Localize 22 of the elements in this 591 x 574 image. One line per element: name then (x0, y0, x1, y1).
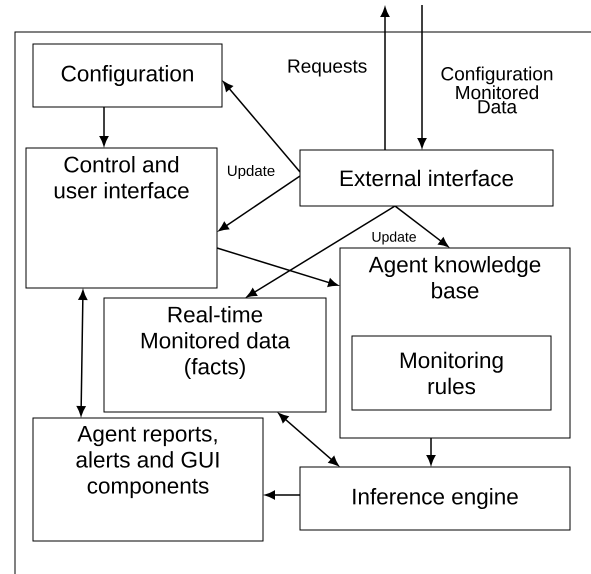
arrow (100, 107, 108, 146)
process-box: Configuration (32, 44, 222, 108)
process-box: Control and user interface (26, 148, 218, 288)
edge-label: Update (222, 164, 280, 180)
process-box: Inference engine (300, 466, 570, 530)
process-box: Real-time Monitored data (facts) (104, 298, 326, 412)
arrow (76, 290, 88, 416)
arrow (265, 490, 300, 500)
arrow (394, 205, 449, 248)
arrow (246, 205, 396, 298)
arrow (380, 7, 390, 150)
edge-label: Configuration Monitored Data (436, 66, 558, 114)
arrow (426, 438, 436, 465)
arrow (216, 247, 338, 287)
process-box: External interface (300, 150, 554, 206)
edge-label: Requests (286, 58, 368, 78)
arrow (223, 81, 301, 172)
arrow (418, 5, 426, 148)
process-box: Agent reports, alerts and GUI components (32, 418, 264, 542)
arrow (278, 413, 339, 466)
edge-label: Update (369, 230, 419, 246)
arrow (218, 175, 300, 232)
